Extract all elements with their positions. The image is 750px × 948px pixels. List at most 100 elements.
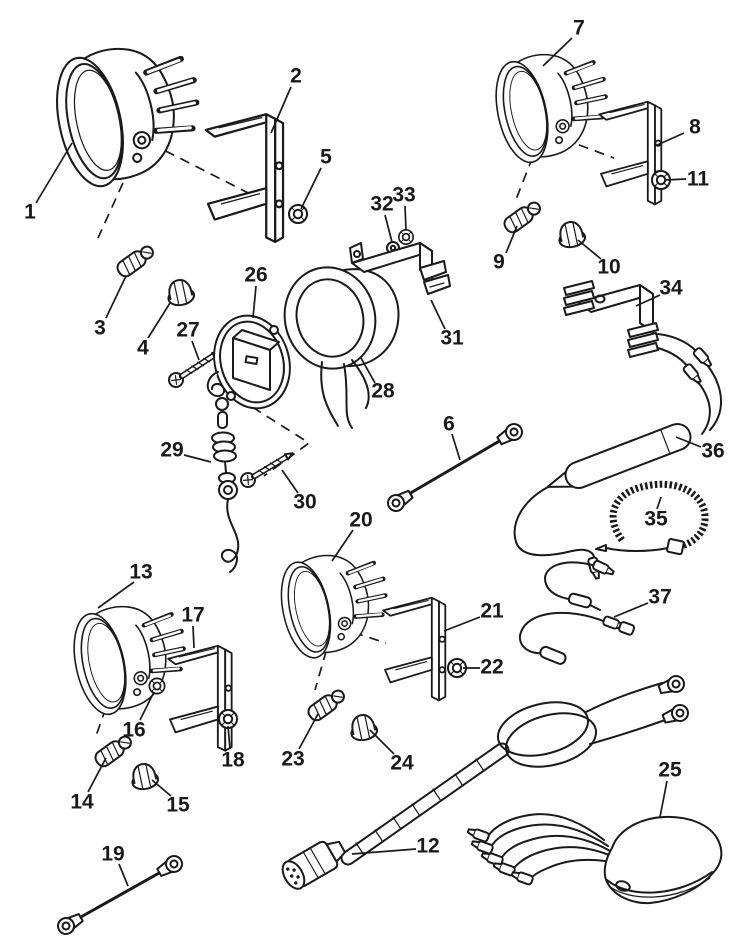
screw-30 xyxy=(238,447,296,489)
bracket-31 xyxy=(349,242,451,295)
leader-line-14 xyxy=(87,757,107,793)
callout-31-bracket: 31 xyxy=(440,327,464,350)
callout-21-mounting-bracket: 21 xyxy=(480,600,504,623)
leader-line-21 xyxy=(443,616,481,632)
callout-35-cable-tie: 35 xyxy=(644,508,668,531)
leader-line-13 xyxy=(97,581,135,609)
callout-20-gauge: 20 xyxy=(349,509,372,532)
callout-19-ground-wire: 19 xyxy=(101,843,124,866)
leader-line-10 xyxy=(577,239,602,260)
callout-24-knob: 24 xyxy=(390,752,414,775)
leader-line-2 xyxy=(270,86,292,134)
mounting-bracket-21 xyxy=(382,596,447,702)
leader-line-12 xyxy=(351,848,417,855)
gauge-20 xyxy=(273,544,396,662)
callout-14-bulb-socket: 14 xyxy=(70,791,94,814)
callout-12-wiring-harness: 12 xyxy=(416,835,439,858)
callout-15-knob: 15 xyxy=(166,794,190,817)
leader-line-15 xyxy=(151,779,172,797)
gauge-1 xyxy=(46,34,211,193)
wire-assembly-36 xyxy=(513,423,692,581)
callout-32-washer: 32 xyxy=(370,193,393,216)
cable-tie-35 xyxy=(595,480,709,556)
leader-line-33 xyxy=(404,205,407,231)
jumper-wires-37 xyxy=(518,558,636,665)
callout-10-knob: 10 xyxy=(597,256,620,279)
callout-13-gauge: 13 xyxy=(129,561,152,584)
callout-23-bulb-socket: 23 xyxy=(281,748,304,771)
callout-30-screw: 30 xyxy=(293,491,316,514)
switch-plate-26 xyxy=(213,314,291,410)
lanyard-29 xyxy=(206,371,240,573)
leader-line-23 xyxy=(298,713,319,750)
callout-18-nut: 18 xyxy=(221,749,245,772)
bulb-socket-3 xyxy=(113,241,158,281)
callout-17-mounting-bracket: 17 xyxy=(181,604,204,627)
gauge-7 xyxy=(488,43,618,167)
cover-25 xyxy=(465,813,723,905)
leader-line-34 xyxy=(635,294,661,307)
leader-line-25 xyxy=(659,780,668,818)
leader-line-19 xyxy=(118,863,129,887)
leader-line-32 xyxy=(384,214,393,243)
callout-1-gauge: 1 xyxy=(24,201,36,224)
callout-3-bulb-socket: 3 xyxy=(94,317,106,340)
leader-line-29 xyxy=(183,454,212,463)
leader-line-30 xyxy=(281,469,299,494)
callout-37-jumper-wires: 37 xyxy=(648,586,671,609)
callout-33-nut: 33 xyxy=(392,184,415,207)
wiring-harness-12 xyxy=(281,672,692,890)
leader-line-5 xyxy=(300,167,322,210)
callout-4-knob: 4 xyxy=(137,337,149,360)
assembly-guides xyxy=(95,132,615,737)
leader-line-37 xyxy=(613,602,649,618)
knob-10 xyxy=(554,218,588,251)
leader-line-4 xyxy=(147,302,171,339)
callout-6-ground-wire: 6 xyxy=(443,413,455,436)
callout-22-nut: 22 xyxy=(480,656,503,679)
callout-2-mounting-bracket: 2 xyxy=(290,65,302,88)
knob-24 xyxy=(346,711,380,744)
nut-5 xyxy=(288,204,308,224)
leader-line-28 xyxy=(360,357,376,384)
bulb-socket-9 xyxy=(500,197,545,237)
leader-line-20 xyxy=(331,529,354,562)
callout-7-gauge: 7 xyxy=(573,17,585,40)
leader-line-17 xyxy=(192,625,195,649)
leader-line-7 xyxy=(542,37,573,67)
leader-line-35 xyxy=(656,496,662,510)
leader-line-9 xyxy=(505,225,518,254)
callout-11-nut: 11 xyxy=(687,168,710,191)
bulb-socket-23 xyxy=(304,685,349,725)
leader-line-18 xyxy=(227,725,231,750)
leader-line-24 xyxy=(369,729,395,755)
nut-33 xyxy=(397,229,415,245)
callout-16-nut: 16 xyxy=(122,719,145,742)
leader-line-27 xyxy=(191,340,200,361)
fuse-holder-bracket-34 xyxy=(563,280,723,435)
callout-8-mounting-bracket: 8 xyxy=(689,116,701,139)
callout-9-bulb-socket: 9 xyxy=(493,251,505,274)
leader-line-16 xyxy=(139,691,155,721)
leader-line-3 xyxy=(105,275,127,319)
callout-29-lanyard: 29 xyxy=(160,439,183,462)
ground-wire-19 xyxy=(54,852,186,938)
leader-line-1 xyxy=(35,142,73,204)
leader-line-36 xyxy=(675,436,702,448)
ground-wire-6 xyxy=(384,420,526,515)
callout-25-cover: 25 xyxy=(658,759,682,782)
callout-27-screw: 27 xyxy=(176,319,199,342)
leader-line-6 xyxy=(451,433,461,461)
mounting-bracket-8 xyxy=(598,100,663,206)
mounting-bracket-17 xyxy=(167,644,233,752)
leader-line-11 xyxy=(664,178,687,181)
nut-16 xyxy=(148,677,166,695)
callout-5-nut: 5 xyxy=(320,146,332,169)
callout-34-fuse-holder-bracket: 34 xyxy=(659,277,683,300)
callout-26-switch-plate: 26 xyxy=(244,264,267,287)
callout-28-gauge-housing: 28 xyxy=(371,380,395,403)
knob-15 xyxy=(127,760,161,793)
